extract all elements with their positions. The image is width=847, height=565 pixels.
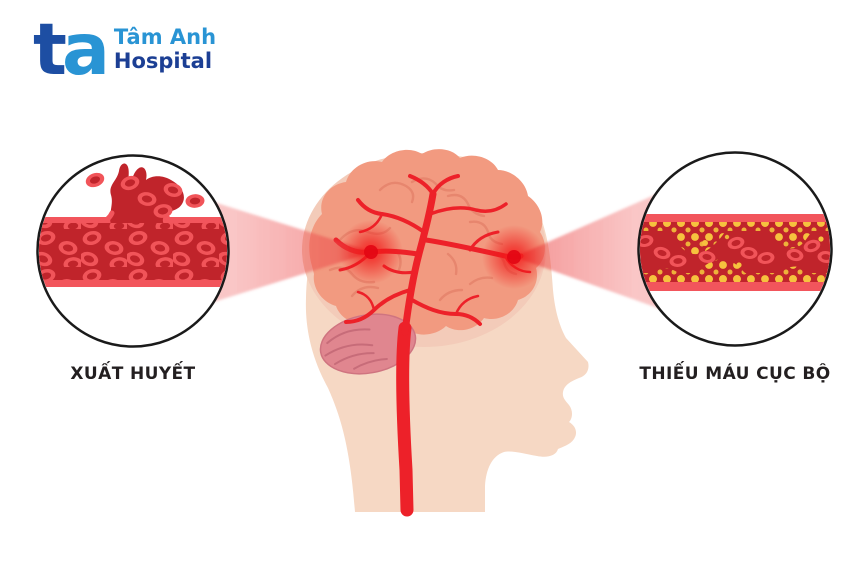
cerebellum [319, 313, 417, 375]
logo-subtitle: Hospital [113, 48, 213, 73]
logo-name: Tâm Anh Hospital [114, 26, 216, 73]
plaque-deposits [640, 222, 830, 282]
hospital-logo: ta Tâm Anh Hospital [33, 14, 216, 85]
logo-mark-a: a [61, 8, 110, 91]
stroke-spot-left [339, 220, 403, 284]
blood-cells [39, 223, 227, 280]
hemorrhage-label: XUẤT HUYẾT [70, 364, 196, 384]
logo-mark: ta [33, 14, 110, 85]
stroke-spot-right [482, 225, 546, 289]
hemorrhage-inset [36, 154, 230, 348]
logo-mark-t: t [33, 8, 67, 91]
neck-artery [396, 321, 414, 517]
ischemia-label: THIẾU MÁU CỤC BỘ [639, 364, 831, 384]
logo-title: Tâm Anh [113, 25, 217, 50]
ischemia-inset [637, 151, 833, 347]
